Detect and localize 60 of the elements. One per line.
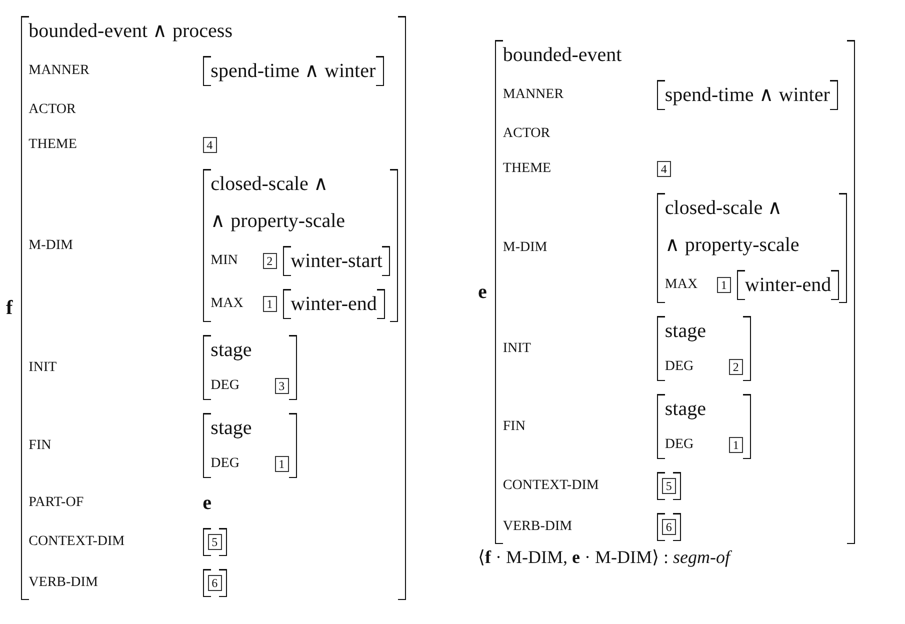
coindex-tag: 5 [208,534,222,550]
feature-name: DEG [210,456,240,472]
bracketed-type: winter-start [282,246,390,276]
feature-name: THEME [502,161,552,177]
coindex-tag: 4 [202,137,217,153]
feature-name: FIN [502,418,526,434]
coindex-tag: 2 [262,253,277,269]
type-label: ∧ property-scale [664,233,800,257]
type-label: bounded-event [502,43,623,67]
feature-name: M-DIM [28,238,74,254]
feature-name: ACTOR [28,102,77,118]
caption: ⟨f · M-DIM, e · M-DIM⟩ : segm-of [478,546,733,568]
type-label: stage [210,416,253,440]
type-label: bounded-event ∧ process [28,19,234,43]
feature-name: VERB-DIM [28,575,99,591]
coindex-tag: 2 [728,359,743,375]
type-label: stage [210,338,253,362]
feature-name: ACTOR [502,126,552,142]
feature-name: INIT [502,340,532,356]
feature-name: M-DIM [502,240,548,256]
feature-name: MAX [664,277,699,293]
feature-name: MIN [210,253,239,269]
coindex-tag: 3 [274,378,289,394]
bracketed-type: winter-end [736,270,840,300]
feature-name: THEME [28,137,78,153]
feature-name: DEG [664,437,695,453]
coindex-tag: 6 [662,519,676,535]
coindex-tag: 1 [274,456,289,472]
type-label: stage [664,397,707,421]
bracketed-type: spend-time ∧ winter [202,56,384,86]
feature-name: FIN [28,438,52,454]
value-bracket [656,472,681,500]
feature-name: MANNER [502,87,565,103]
value-bracket [202,528,227,556]
coindex-tag: 1 [262,296,277,312]
feature-name: MAX [210,296,244,312]
coindex-tag: 1 [716,277,731,293]
matrix-name: f [6,296,13,320]
coindex-tag: 5 [662,478,676,494]
type-label: ∧ property-scale [210,209,346,233]
value-bracket [202,569,227,597]
feature-name: CONTEXT-DIM [502,478,600,494]
feature-name: MANNER [28,63,90,79]
coindex-tag: 1 [728,437,743,453]
type-label: stage [664,319,707,343]
value-bracket [656,513,681,541]
feature-value: e [202,491,212,515]
feature-name: DEG [664,359,695,375]
type-label: closed-scale ∧ [664,196,784,220]
feature-name: INIT [28,360,58,376]
feature-name: CONTEXT-DIM [28,534,126,550]
feature-name: VERB-DIM [502,519,574,535]
coindex-tag: 6 [208,575,222,591]
feature-name: PART-OF [28,495,85,511]
feature-name: DEG [210,378,240,394]
matrix-name: e [478,280,487,304]
type-label: closed-scale ∧ [210,172,330,196]
coindex-tag: 4 [656,161,671,177]
bracketed-type: spend-time ∧ winter [656,80,838,110]
bracketed-type: winter-end [282,289,385,319]
